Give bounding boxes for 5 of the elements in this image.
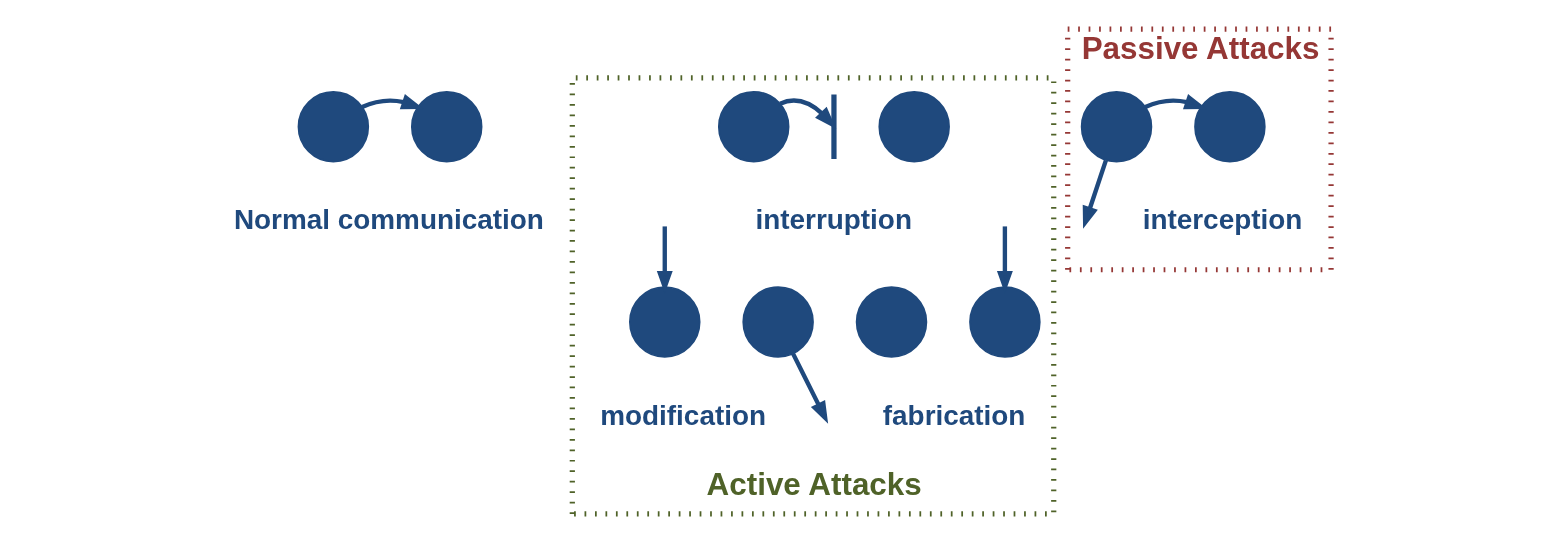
label: interception bbox=[1142, 204, 1302, 236]
label: interruption bbox=[754, 204, 912, 236]
label: fabrication bbox=[882, 399, 1025, 431]
label: Normal communication bbox=[233, 204, 544, 236]
label: modification bbox=[599, 399, 766, 431]
